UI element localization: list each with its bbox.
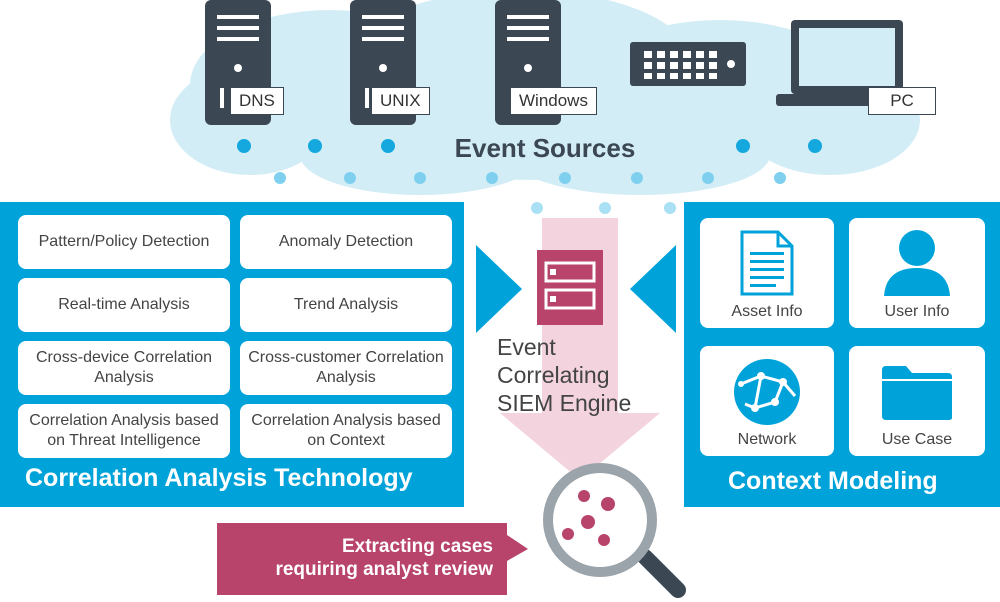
source-label-pc: PC: [868, 87, 936, 115]
card-anomaly-detection: Anomaly Detection: [240, 215, 452, 269]
context-label-user-info: User Info: [884, 303, 950, 320]
user-icon: [884, 230, 950, 296]
source-label-windows: Windows: [510, 87, 597, 115]
correlation-analysis-title: Correlation Analysis Technology: [25, 464, 413, 492]
card-trend-analysis: Trend Analysis: [240, 278, 452, 332]
engine-line-3: SIEM Engine: [497, 390, 632, 416]
context-label-use-case: Use Case: [881, 431, 953, 448]
card-cross-customer-correlation: Cross-customer Correlation Analysis: [240, 341, 452, 395]
context-card-network: Network: [700, 346, 834, 456]
output-line-2: requiring analyst review: [275, 559, 493, 580]
context-label-network: Network: [737, 431, 797, 448]
output-line-1: Extracting cases: [341, 536, 493, 557]
engine-line-2: Correlating: [497, 362, 610, 388]
card-realtime-analysis: Real-time Analysis: [18, 278, 230, 332]
context-modeling-title: Context Modeling: [728, 467, 938, 495]
magnifier-icon: [543, 463, 686, 598]
folder-icon: [882, 366, 952, 420]
card-cross-device-correlation: Cross-device Correlation Analysis: [18, 341, 230, 395]
card-context-correlation: Correlation Analysis based on Context: [240, 404, 452, 458]
context-card-use-case: Use Case: [849, 346, 985, 456]
down-arrow-icon: [500, 218, 660, 480]
document-icon: [740, 230, 794, 296]
siem-engine-label: Event Correlating SIEM Engine: [497, 333, 631, 417]
source-label-dns: DNS: [230, 87, 284, 115]
context-card-asset-info: Asset Info: [700, 218, 834, 328]
context-label-asset-info: Asset Info: [731, 303, 803, 320]
network-globe-icon: [734, 359, 800, 425]
context-card-user-info: User Info: [849, 218, 985, 328]
event-sources-title: Event Sources: [454, 133, 636, 163]
card-threat-intelligence-correlation: Correlation Analysis based on Threat Int…: [18, 404, 230, 458]
left-arrow-icon: [476, 245, 522, 333]
output-callout: Extracting cases requiring analyst revie…: [217, 523, 507, 595]
siem-engine-icon: [537, 250, 603, 325]
card-pattern-policy-detection: Pattern/Policy Detection: [18, 215, 230, 269]
right-arrow-icon: [630, 245, 676, 333]
source-label-unix: UNIX: [371, 87, 430, 115]
callout-pointer: [507, 535, 528, 561]
engine-line-1: Event: [497, 334, 556, 360]
network-appliance-icon: [630, 42, 746, 86]
